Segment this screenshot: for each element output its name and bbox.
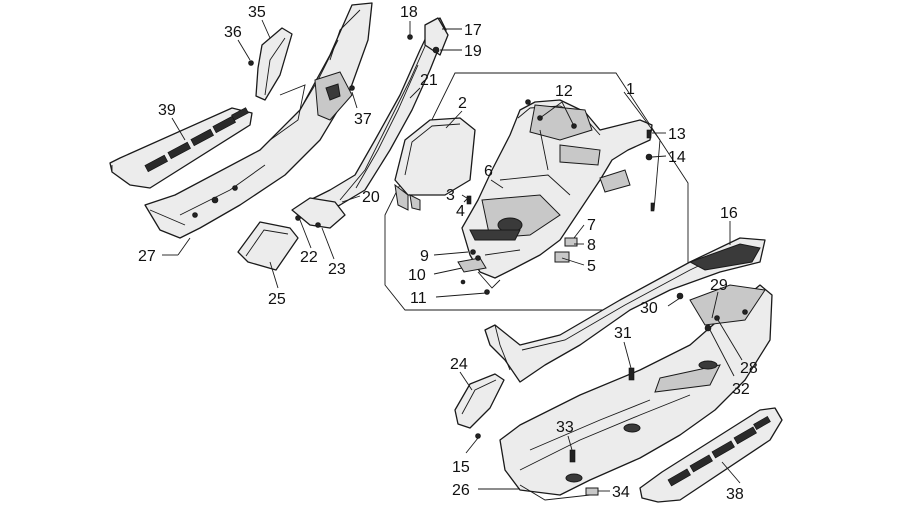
part-24-cover [454,373,505,429]
callout-35: 35 [248,4,266,21]
callout-1: 1 [626,81,635,98]
callout-34: 34 [612,484,630,501]
callout-14: 14 [668,149,686,166]
callout-20: 20 [362,189,380,206]
callout-33: 33 [556,419,574,436]
callout-23: 23 [328,261,346,278]
callout-26: 26 [452,482,470,499]
callout-31: 31 [614,325,632,342]
part-35-cover [255,27,293,101]
hardware-group [248,34,655,295]
callout-11: 11 [410,290,427,307]
callout-6: 6 [484,163,493,180]
callout-24: 24 [450,356,468,373]
callout-7: 7 [587,217,596,234]
callout-15: 15 [452,459,470,476]
callout-8: 8 [587,237,596,254]
callout-17: 17 [464,22,482,39]
callout-37: 37 [354,111,372,128]
left-side-panel [144,2,373,239]
callout-19: 19 [464,43,482,60]
callout-30: 30 [640,300,658,317]
callout-39: 39 [158,102,176,119]
callout-18: 18 [400,4,418,21]
center-tunnel-strip [299,17,449,219]
part-25-cover [237,221,299,271]
floor-panel [499,284,773,501]
callout-16: 16 [720,205,738,222]
part-22-clip [291,197,346,229]
right-hardware [475,292,720,496]
callout-36: 36 [224,24,242,41]
right-footboard [639,407,783,503]
callout-22: 22 [300,249,318,266]
callout-4: 4 [456,203,465,220]
part-2-glovebox-lid [394,117,476,211]
callout-5: 5 [587,258,596,275]
callout-28: 28 [740,360,758,377]
callout-10: 10 [408,267,426,284]
callout-9: 9 [420,248,429,265]
callout-12: 12 [555,83,573,100]
callout-13: 13 [668,126,686,143]
callout-29: 29 [710,277,728,294]
callout-labels: 1 2 3 4 5 6 7 8 9 10 11 12 13 14 15 16 1… [138,4,758,503]
callout-38: 38 [726,486,744,503]
callout-3: 3 [446,187,455,204]
callout-32: 32 [732,381,750,398]
callout-27: 27 [138,248,156,265]
left-footboard [109,107,253,189]
callout-25: 25 [268,291,286,308]
right-side-panel [484,237,766,383]
callout-21: 21 [420,72,438,89]
leader-lines [162,19,743,492]
callout-2: 2 [458,95,467,112]
part-1-inner-shield [461,99,653,289]
